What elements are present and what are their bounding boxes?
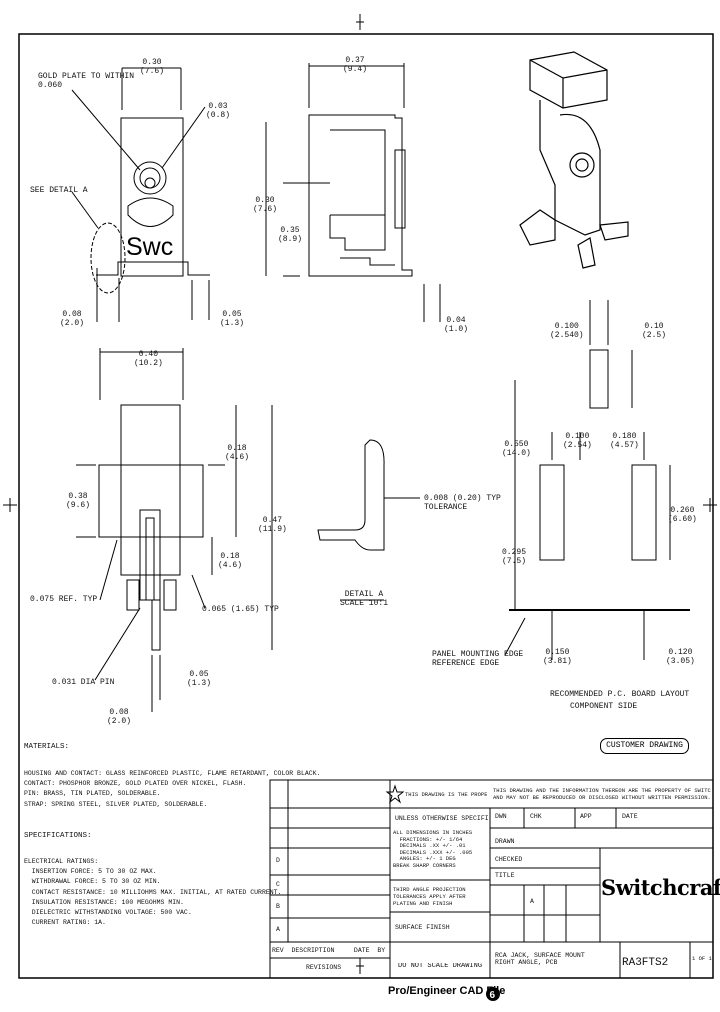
front-bottom-left-dim: 0.08 (2.0) bbox=[60, 310, 85, 328]
swc-mark: Swc bbox=[126, 233, 174, 261]
tb-rev-header: REV DESCRIPTION DATE BY APPR bbox=[272, 947, 386, 954]
pcb-dim-right: 0.260 (6.60) bbox=[668, 506, 697, 524]
top-right-c-dim: 0.18 (4.6) bbox=[218, 552, 243, 570]
tb-finish: SURFACE FINISH bbox=[395, 924, 450, 931]
pcb-title: RECOMMENDED P.C. BOARD LAYOUT bbox=[550, 690, 690, 699]
sheet-border bbox=[18, 33, 714, 979]
tb-dwn: DWN bbox=[495, 813, 507, 820]
detail-title: DETAIL A SCALE 10:1 bbox=[340, 590, 389, 608]
tb-tolerances: ALL DIMENSIONS IN INCHES FRACTIONS: +/- … bbox=[393, 830, 473, 869]
tb-sharp: THIRD ANGLE PROJECTION TOLERANCES APPLY … bbox=[393, 886, 466, 907]
side-top-dim: 0.37 (9.4) bbox=[343, 56, 368, 74]
detail-a bbox=[317, 439, 420, 601]
tb-drawn: DRAWN bbox=[495, 838, 515, 845]
tb-do-not-scale: DO NOT SCALE DRAWING bbox=[398, 963, 483, 970]
spec-text: ELECTRICAL RATINGS: INSERTION FORCE: 5 T… bbox=[24, 858, 282, 927]
cad-file-footer: Pro/Engineer CAD File bbox=[388, 985, 506, 997]
top-pin-note: 0.031 DIA PIN bbox=[52, 678, 115, 687]
materials-text: HOUSING AND CONTACT: GLASS REINFORCED PL… bbox=[24, 770, 321, 808]
tb-sheet: 1 OF 1 bbox=[692, 955, 712, 962]
title-block bbox=[269, 779, 714, 979]
top-bottom-dim-a: 0.05 (1.3) bbox=[187, 670, 212, 688]
side-view bbox=[265, 63, 441, 322]
tb-proprietary: THIS DRAWING AND THE INFORMATION THEREON… bbox=[493, 787, 711, 802]
tb-rev-label: REVISIONS bbox=[306, 964, 342, 971]
side-mid-dim-b: 0.35 (8.9) bbox=[278, 226, 303, 244]
front-view bbox=[71, 67, 210, 322]
customer-drawing-stamp: CUSTOMER DRAWING bbox=[600, 738, 689, 754]
pcb-dim-left-top: 0.550 (14.0) bbox=[502, 440, 531, 458]
tb-date: DATE bbox=[622, 813, 638, 820]
tb-rev-row-c: C bbox=[276, 881, 280, 888]
tb-app: APP bbox=[580, 813, 592, 820]
pcb-subtitle: COMPONENT SIDE bbox=[570, 702, 638, 711]
front-top-left-note: GOLD PLATE TO WITHIN 0.060 bbox=[38, 72, 135, 90]
top-note-right: 0.065 (1.65) TYP bbox=[202, 605, 279, 614]
pad-top-right-dim: 0.10 (2.5) bbox=[642, 322, 667, 340]
top-right-a-dim: 0.18 (4.6) bbox=[225, 444, 250, 462]
pcb-dim-mid-b: 0.180 (4.57) bbox=[610, 432, 639, 450]
pcb-dim-left-bottom: 0.295 (7.5) bbox=[502, 548, 527, 566]
tb-rev-row-d: D bbox=[276, 857, 280, 864]
isometric-view bbox=[519, 51, 629, 269]
front-top-right-dim: 0.03 (0.8) bbox=[206, 102, 231, 120]
side-bottom-dim: 0.04 (1.0) bbox=[444, 316, 469, 334]
top-note-left: 0.075 REF. TYP bbox=[30, 595, 98, 604]
top-width-dim: 0.40 (10.2) bbox=[134, 350, 163, 368]
detail-note: 0.008 (0.20) TYP TOLERANCE bbox=[424, 494, 501, 512]
tb-dwg-no: RA3FTS2 bbox=[622, 957, 669, 969]
tb-chk: CHK bbox=[530, 813, 542, 820]
tb-part-title: RCA JACK, SURFACE MOUNT RIGHT ANGLE, PCB bbox=[495, 952, 585, 967]
tb-unless: UNLESS OTHERWISE SPECIFIED bbox=[395, 815, 489, 822]
side-mid-dim-a: 0.30 (7.6) bbox=[253, 196, 278, 214]
tb-rev-row-b: B bbox=[276, 903, 280, 910]
tb-rev-row-a: A bbox=[276, 926, 280, 933]
cad-badge bbox=[486, 987, 500, 1001]
svg-text:6: 6 bbox=[490, 990, 496, 1001]
pcb-dim-bottom-b: 0.120 (3.05) bbox=[666, 648, 695, 666]
top-view bbox=[76, 348, 273, 712]
tb-checked: CHECKED bbox=[495, 856, 523, 863]
pcb-layout bbox=[504, 300, 690, 660]
spec-title: SPECIFICATIONS: bbox=[24, 832, 92, 840]
front-top-dim: 0.30 (7.6) bbox=[140, 58, 165, 76]
top-left-dim: 0.38 (9.6) bbox=[66, 492, 91, 510]
materials-title: MATERIALS: bbox=[24, 743, 70, 751]
pcb-dim-bottom-a: 0.150 (3.81) bbox=[543, 648, 572, 666]
pad-top-left-dim: 0.100 (2.540) bbox=[550, 322, 584, 340]
pcb-dim-mid-a: 0.100 (2.54) bbox=[563, 432, 592, 450]
tb-title: TITLE bbox=[495, 872, 515, 879]
switchcraft-logo: Switchcraft bbox=[601, 875, 720, 900]
top-bottom-dim-b: 0.08 (2.0) bbox=[107, 708, 132, 726]
pcb-note: PANEL MOUNTING EDGE REFERENCE EDGE bbox=[432, 650, 524, 668]
front-bottom-right-dim: 0.05 (1.3) bbox=[220, 310, 245, 328]
tb-size: A bbox=[530, 898, 534, 905]
tb-warning: THIS DRAWING IS THE PROPERTY OF SWITCHCR… bbox=[405, 791, 487, 798]
top-right-b-dim: 0.47 (11.9) bbox=[258, 516, 287, 534]
front-left-note: SEE DETAIL A bbox=[30, 186, 88, 195]
